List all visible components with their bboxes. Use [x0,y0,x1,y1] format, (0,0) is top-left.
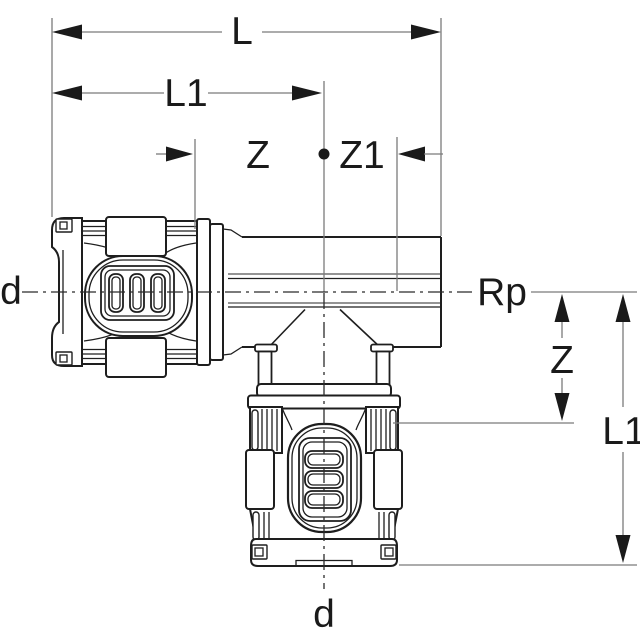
dim-label-L1-right: L1 [602,410,640,453]
dim-label-Z-right: Z [550,339,574,382]
clamp-band-left [245,449,275,510]
dimension-labels: L L1 Z Z1 d Rp Z L1 d [0,10,640,636]
dim-label-d-left: d [0,270,22,313]
dimension-lines [51,18,637,566]
clamp-band-top [105,216,167,257]
centerlines [22,291,472,589]
clamp-band-right [373,449,403,510]
dim-label-Z-top: Z [246,134,270,177]
left-press-connector [51,216,224,378]
end-cap-bottom [250,538,398,567]
dim-label-L1-top: L1 [164,72,207,115]
dim-label-Z1: Z1 [339,134,385,177]
dim-label-Rp: Rp [477,271,527,314]
dim-label-d-bottom: d [313,593,335,636]
clamp-band-bottom [105,337,167,378]
dim-label-L: L [231,10,253,53]
press-indicator-window-left [84,255,193,337]
center-dot [318,148,330,160]
